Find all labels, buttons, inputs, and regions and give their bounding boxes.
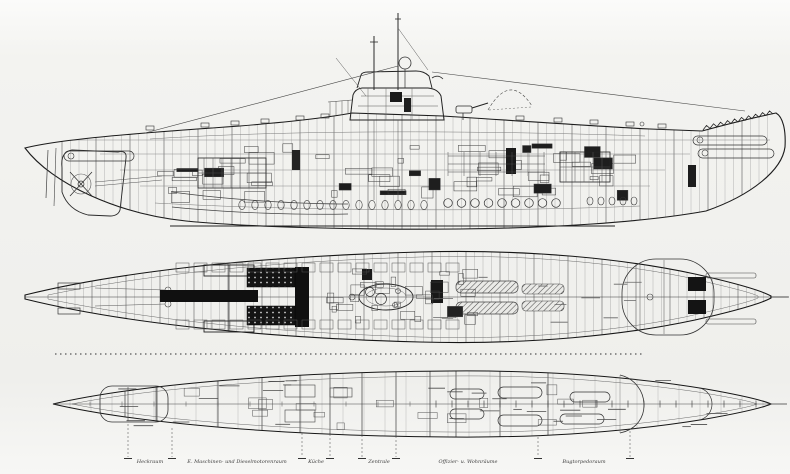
stern-motor-room <box>99 385 169 423</box>
torpedo-stowage <box>284 384 611 427</box>
torpedo-containers <box>455 280 565 315</box>
compartment-label-zentrale: Zentrale <box>367 459 390 465</box>
compartment-label-bugtorpedoraum: Bugtorpedoraum <box>561 459 605 465</box>
deck-gratings <box>175 262 460 330</box>
micro-annotations <box>118 379 728 428</box>
conning-tower <box>327 13 445 200</box>
hull-profile-outline <box>24 112 786 230</box>
plan-hull-outline <box>24 250 772 344</box>
compartment-label-wohnraeume: Offizier- u. Wohnräume <box>438 459 497 465</box>
dimension-leaders <box>124 424 634 459</box>
jumping-wire-fore <box>431 71 746 112</box>
flood-holes <box>238 196 638 210</box>
antenna-arc <box>487 89 533 111</box>
df-loop-antenna <box>398 56 412 70</box>
lower-plan-view: Heckraum E. Maschinen- und Dieselmotoren… <box>52 370 787 465</box>
deck-fittings <box>145 113 667 131</box>
jumping-wire-aft <box>144 65 399 134</box>
compartment-label-kueche: Küche <box>307 459 324 465</box>
stern-skeg <box>45 147 163 217</box>
stern-planes <box>57 264 255 333</box>
side-elevation-view <box>24 13 786 230</box>
compartment-label-heckraum: Heckraum <box>136 459 164 465</box>
compartment-label-maschinenraum: E. Maschinen- und Dieselmotorenraum <box>186 459 287 465</box>
bow-casing-plan <box>621 258 789 336</box>
upper-plan-view <box>24 250 789 344</box>
centerline-ticks <box>89 400 757 408</box>
deck-gun <box>455 102 489 120</box>
bow-detail <box>688 110 775 187</box>
